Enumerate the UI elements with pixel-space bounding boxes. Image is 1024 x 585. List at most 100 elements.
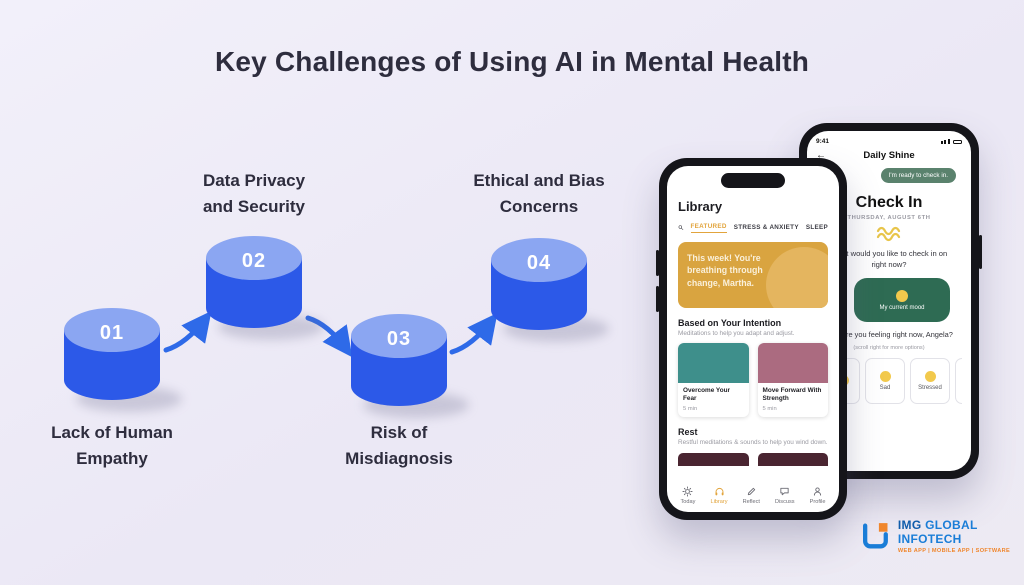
pencil-icon (747, 487, 755, 496)
card-duration: 5 min (762, 405, 777, 412)
logo-brand-bold: IMG (897, 518, 922, 532)
brand-logo: IMG GLOBAL INFOTECH WEB APP | MOBILE APP… (860, 518, 1024, 554)
step-cylinder-01: 01 (64, 308, 182, 412)
card-image (678, 342, 749, 383)
step-label-03: Risk of Misdiagnosis (299, 420, 499, 472)
bottom-nav: Today Library Reflect (667, 486, 839, 505)
arrow-3-icon (449, 312, 498, 355)
cylinder-top (206, 236, 302, 280)
step-cylinder-02: 02 (206, 236, 324, 340)
mood-option-lonely[interactable]: Lonely (955, 357, 962, 404)
logo-brand-rest: GLOBAL INFOTECH (897, 518, 978, 546)
search-icon[interactable] (678, 223, 684, 232)
feeling-question: How are you feeling right now, Angela? (825, 330, 953, 339)
step-cylinder-04: 04 (491, 238, 609, 342)
tab-stress-anxiety[interactable]: STRESS & ANXIETY (733, 224, 799, 232)
mood-option-label: Sad (879, 384, 891, 391)
nav-item-today[interactable]: Today (681, 486, 695, 505)
nav-item-reflect[interactable]: Reflect (743, 486, 760, 505)
signal-icon (947, 138, 950, 145)
phone-library: Library FEATURED STRESS & ANXIETY SLEEP … (656, 158, 847, 520)
meditation-card-row: Overcome Your Fear 5 min Move Forward Wi… (678, 342, 828, 417)
nav-item-discuss[interactable]: Discuss (775, 486, 795, 505)
rest-card-row (678, 452, 828, 466)
nav-item-library[interactable]: Library (710, 486, 728, 505)
library-title: Library (678, 199, 723, 214)
rest-section-title: Rest (678, 426, 698, 437)
card-image (757, 342, 828, 383)
arrow-1-icon (163, 310, 212, 353)
nav-label: Reflect (742, 499, 760, 505)
step-label-01: Lack of Human Empathy (12, 420, 212, 472)
headphones-icon (714, 487, 724, 496)
step-label-04: Ethical and Bias Concerns (439, 168, 639, 220)
step-label-line2: Empathy (76, 449, 148, 468)
step-label-02: Data Privacy and Security (154, 168, 354, 220)
phone-notch (721, 173, 785, 188)
step-label-line1: Ethical and Bias (473, 171, 605, 190)
step-label-line1: Risk of (370, 423, 428, 442)
check-in-heading: Check In (855, 194, 923, 211)
intention-section-subtitle: Meditations to help you adapt and adjust… (678, 329, 795, 337)
img-global-infotech-logo-icon (863, 523, 888, 549)
signal-icon (941, 141, 943, 145)
logo-text: IMG GLOBAL INFOTECH WEB APP | MOBILE APP… (898, 518, 1024, 554)
tab-featured[interactable]: FEATURED (690, 223, 727, 233)
current-mood-button[interactable]: My current mood (854, 278, 950, 322)
checkin-question: What would you like to check in on right… (830, 249, 948, 269)
check-in-date: THURSDAY, AUGUST 6TH (847, 215, 931, 221)
side-button (979, 235, 982, 269)
battery-icon (953, 139, 962, 145)
tab-sleep[interactable]: SLEEP (805, 224, 828, 232)
squiggle-icon (876, 226, 901, 242)
card-duration: 5 min (683, 405, 698, 412)
meditation-card-strength[interactable]: Move Forward With Strength 5 min (757, 342, 828, 417)
signal-icon (944, 140, 947, 145)
step-label-line2: Concerns (499, 197, 579, 216)
weekly-banner[interactable]: This week! You're breathing through chan… (678, 241, 828, 308)
mood-emoji-icon (896, 289, 908, 302)
step-label-line2: and Security (202, 197, 306, 216)
status-time: 9:41 (816, 138, 830, 145)
intention-section-title: Based on Your Intention (678, 317, 782, 328)
page-title: Key Challenges of Using AI in Mental Hea… (214, 46, 810, 77)
sun-icon (682, 486, 694, 497)
rest-card[interactable] (757, 452, 828, 466)
nav-label: Discuss (775, 499, 795, 505)
cylinder-top (351, 314, 447, 358)
step-number: 01 (99, 322, 125, 344)
checkin-header: ← Daily Shine (816, 150, 962, 161)
step-cylinder-03: 03 (351, 314, 469, 418)
mood-emoji-icon (879, 370, 891, 382)
side-button (656, 286, 659, 312)
meditation-card-fear[interactable]: Overcome Your Fear 5 min (678, 342, 749, 417)
side-button (656, 250, 659, 276)
nav-item-profile[interactable]: Profile (810, 486, 825, 505)
logo-tagline: WEB APP | MOBILE APP | SOFTWARE (897, 548, 1011, 554)
status-bar: 9:41 (816, 138, 962, 145)
step-label-line1: Data Privacy (202, 171, 306, 190)
step-number: 04 (526, 252, 552, 274)
back-arrow-icon[interactable]: ← (816, 150, 826, 161)
chat-icon (780, 487, 789, 496)
mood-emoji-icon (924, 370, 936, 382)
cylinder-top (64, 308, 160, 352)
rest-card[interactable] (678, 452, 749, 466)
status-icons (941, 138, 962, 145)
mood-option-stressed[interactable]: Stressed (910, 357, 950, 404)
step-label-line1: Lack of Human (51, 423, 173, 442)
card-title: Overcome Your Fear (683, 386, 731, 403)
step-label-line2: Misdiagnosis (345, 449, 453, 468)
step-number: 03 (386, 328, 412, 350)
cylinder-top (491, 238, 587, 282)
checkin-header-title: Daily Shine (863, 150, 915, 161)
mood-option-sad[interactable]: Sad (865, 357, 905, 404)
current-mood-label: My current mood (879, 304, 925, 311)
ready-check-in-button[interactable]: I'm ready to check in. (880, 168, 956, 183)
step-number: 02 (241, 250, 267, 272)
library-screen: Library FEATURED STRESS & ANXIETY SLEEP … (667, 166, 839, 512)
rest-section-subtitle: Restful meditations & sounds to help you… (678, 438, 828, 446)
mood-option-label: Stressed (918, 384, 942, 391)
